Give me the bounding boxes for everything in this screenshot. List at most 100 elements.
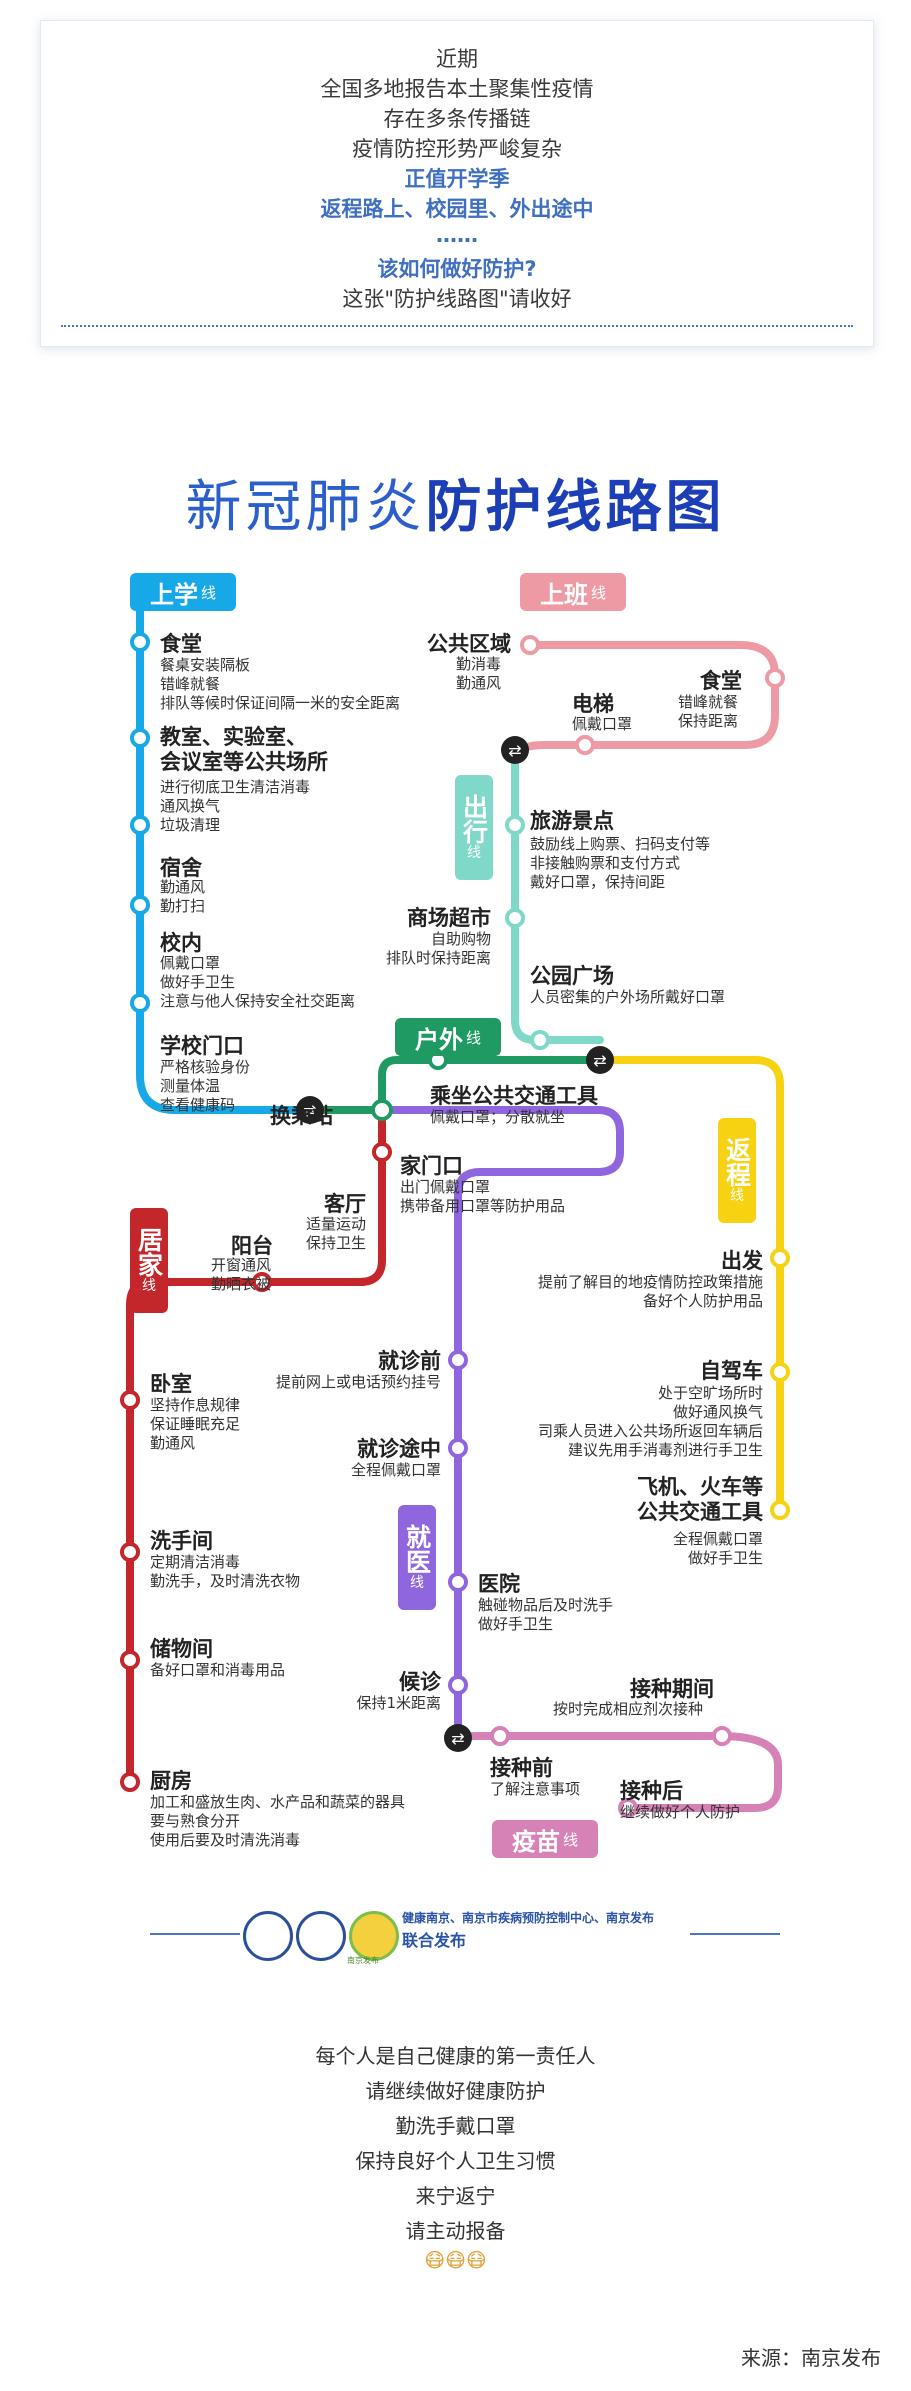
station-before-visit: 就诊前 bbox=[378, 1349, 441, 1373]
footer-line: 保持良好个人卫生习惯 bbox=[355, 2149, 556, 2173]
cdc-logo bbox=[296, 1911, 346, 1961]
station-desc: 提前网上或电话预约挂号 bbox=[275, 1373, 441, 1391]
station-desc: 佩戴口罩 做好手卫生 注意与他人保持安全社交距离 bbox=[160, 954, 356, 1010]
health-nanjing-logo bbox=[243, 1911, 293, 1961]
station-waiting: 候诊 bbox=[399, 1670, 441, 1694]
station-vac-before: 接种前 bbox=[490, 1756, 553, 1780]
station-bedroom: 卧室 bbox=[150, 1372, 192, 1396]
station-dot bbox=[448, 1675, 468, 1695]
station-depart: 出发 bbox=[721, 1249, 763, 1273]
map-title: 新冠肺炎防护线路图 bbox=[0, 462, 911, 543]
station-dot bbox=[448, 1572, 468, 1592]
station-dot bbox=[575, 735, 595, 755]
station-desc: 勤通风 勤打扫 bbox=[160, 878, 206, 915]
station-canteen-school: 食堂 bbox=[160, 632, 202, 656]
medical-line bbox=[378, 1106, 624, 1744]
intro-line: 疫情防控形势严峻复杂 bbox=[352, 137, 562, 161]
station-dot bbox=[372, 1142, 392, 1162]
station-living: 客厅 bbox=[324, 1192, 366, 1216]
station-desc: 触碰物品后及时洗手 做好手卫生 bbox=[478, 1596, 614, 1633]
mask-emoji-icons: 😷😷😷 bbox=[424, 2248, 487, 2272]
station-public-area: 公共区域 bbox=[427, 632, 511, 656]
station-dot bbox=[770, 1362, 790, 1382]
station-dot bbox=[520, 635, 540, 655]
station-dot bbox=[130, 728, 150, 748]
station-kitchen: 厨房 bbox=[150, 1769, 192, 1793]
station-desc: 处于空旷场所时 做好通风换气 司乘人员进入公共场所返回车辆后 建议先用手消毒剂进… bbox=[537, 1384, 763, 1459]
intro-last-line: 这张"防护线路图"请收好 bbox=[342, 287, 572, 311]
station-dot bbox=[448, 1438, 468, 1458]
vaccine-line-badge: 疫苗线 bbox=[492, 1820, 598, 1858]
logo-rule-left bbox=[150, 1933, 240, 1935]
svg-text:⇄: ⇄ bbox=[451, 1729, 464, 1748]
transfer-icons: ⇄ ⇄ ⇄ ⇄ bbox=[296, 736, 614, 1752]
title-part2: 防护线路图 bbox=[425, 475, 726, 540]
station-desc: 定期清洁消毒 勤洗手，及时清洗衣物 bbox=[150, 1553, 301, 1590]
issuer-orgs: 健康南京、南京市疾病预防控制中心、南京发布 bbox=[402, 1911, 655, 1925]
source-label: 来源：南京发布 bbox=[741, 2346, 881, 2370]
station-dot bbox=[530, 1030, 550, 1050]
station-dot bbox=[448, 1350, 468, 1370]
return-line-badge: 返程线 bbox=[718, 1118, 756, 1223]
svg-text:⇄: ⇄ bbox=[508, 741, 521, 760]
station-dot bbox=[120, 1650, 140, 1670]
intro-emphasis: 返程路上、校园里、外出途中 bbox=[320, 197, 594, 221]
station-dot bbox=[770, 1248, 790, 1268]
return-line bbox=[596, 1056, 784, 1514]
footer-line: 每个人是自己健康的第一责任人 bbox=[315, 2044, 596, 2068]
nanjing-release-logo bbox=[349, 1911, 399, 1961]
station-elevator: 电梯 bbox=[572, 692, 614, 716]
outdoor-line-badge: 户外线 bbox=[395, 1018, 501, 1056]
station-dot bbox=[712, 1726, 732, 1746]
footer-line: 请主动报备 bbox=[405, 2219, 506, 2243]
station-on-way: 就诊途中 bbox=[357, 1437, 441, 1461]
station-desc: 适量运动 保持卫生 bbox=[305, 1215, 366, 1252]
intro-emphasis: 正值开学季 bbox=[404, 167, 510, 191]
station-desc: 人员密集的户外场所戴好口罩 bbox=[530, 988, 726, 1006]
station-transit: 乘坐公共交通工具 bbox=[430, 1084, 598, 1108]
station-vac-after: 接种后 bbox=[620, 1779, 683, 1803]
station-desc: 勤消毒 勤通风 bbox=[456, 655, 502, 692]
station-desc: 餐桌安装隔板 错峰就餐 排队等候时保证间隔一米的安全距离 bbox=[160, 656, 401, 712]
station-scenic: 旅游景点 bbox=[530, 809, 614, 833]
station-washroom: 洗手间 bbox=[150, 1529, 213, 1553]
station-dot bbox=[505, 908, 525, 928]
station-car: 自驾车 bbox=[700, 1359, 763, 1383]
station-desc: 提前了解目的地疫情防控政策措施 备好个人防护用品 bbox=[537, 1273, 763, 1310]
station-desc: 进行彻底卫生清洁消毒 通风换气 垃圾清理 bbox=[160, 778, 311, 834]
station-desc: 严格核验身份 测量体温 查看健康码 bbox=[160, 1058, 251, 1114]
svg-text:⇄: ⇄ bbox=[593, 1051, 606, 1070]
station-desc: 佩戴口罩 bbox=[572, 715, 633, 733]
work-line-badge: 上班线 bbox=[520, 573, 626, 611]
logo-caption: 南京发布 bbox=[347, 1956, 379, 1965]
station-gate: 学校门口 bbox=[160, 1034, 244, 1058]
station-desc: 开窗通风 勤晒衣被 bbox=[210, 1256, 271, 1293]
station-dot bbox=[490, 1726, 510, 1746]
intro-card: 近期 全国多地报告本土聚集性疫情 存在多条传播链 疫情防控形势严峻复杂 正值开学… bbox=[40, 20, 874, 347]
intro-line: 存在多条传播链 bbox=[383, 107, 531, 131]
station-vac-period: 接种期间 bbox=[630, 1677, 714, 1701]
station-dot bbox=[130, 895, 150, 915]
station-dot bbox=[130, 632, 150, 652]
station-desc: 加工和盛放生肉、水产品和蔬菜的器具 要与熟食分开 使用后要及时清洗消毒 bbox=[150, 1793, 406, 1849]
station-canteen-work: 食堂 bbox=[700, 669, 742, 693]
station-mall: 商场超市 bbox=[407, 906, 491, 930]
intro-line: 近期 bbox=[436, 47, 478, 71]
station-hospital: 医院 bbox=[478, 1572, 520, 1596]
issuer-logos: 南京发布 bbox=[0, 1905, 911, 1965]
station-desc: 全程佩戴口罩 bbox=[350, 1461, 441, 1479]
title-part1: 新冠肺炎 bbox=[185, 475, 426, 540]
station-dot bbox=[130, 815, 150, 835]
station-desc: 坚持作息规律 保证睡眠充足 勤通风 bbox=[150, 1396, 241, 1452]
station-dot bbox=[120, 1772, 140, 1792]
station-door: 家门口 bbox=[400, 1154, 463, 1178]
station-balcony: 阳台 bbox=[231, 1234, 273, 1258]
station-desc: 保持1米距离 bbox=[356, 1694, 441, 1712]
intro-emphasis: 该如何做好防护? bbox=[377, 257, 537, 281]
station-desc: 鼓励线上购票、扫码支付等 非接触购票和支付方式 戴好口罩，保持间距 bbox=[530, 835, 711, 891]
station-plane: 飞机、火车等 公共交通工具 bbox=[637, 1475, 763, 1524]
station-dot bbox=[505, 815, 525, 835]
station-desc: 错峰就餐 保持距离 bbox=[678, 693, 739, 730]
intro-line: 全国多地报告本土聚集性疫情 bbox=[320, 77, 594, 101]
medical-line-badge: 就医线 bbox=[398, 1505, 436, 1610]
